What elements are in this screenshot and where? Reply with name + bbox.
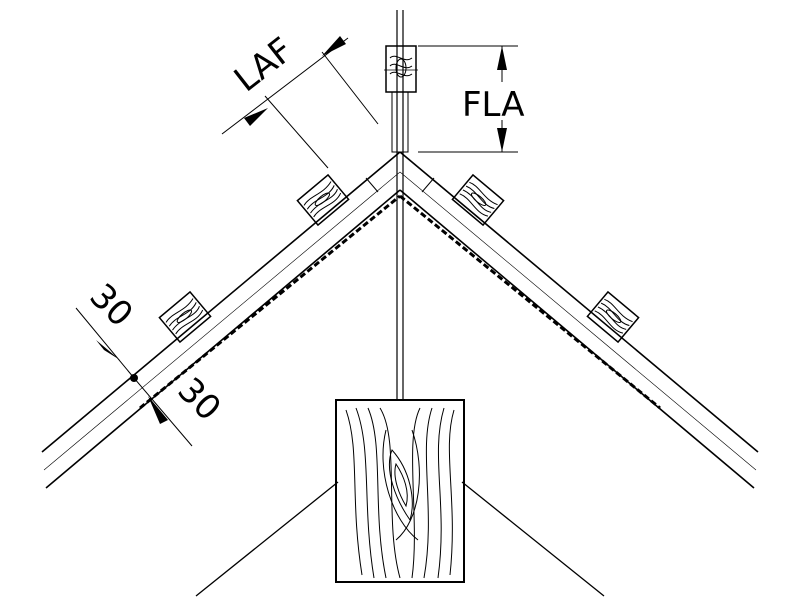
laf-label: LAF [227,30,301,100]
batten-right-lower [586,290,640,344]
laf-dimension: LAF [221,30,379,169]
offset-label-lower: 30 [170,370,229,429]
offset-dimension-lower: 30 [130,370,229,447]
fla-dimension: FLA [418,45,542,153]
rafter-lines-lower [195,481,605,597]
batten-left-lower [158,290,212,344]
offset-dimension-upper: 30 [75,276,141,379]
ridge-cap-ticks [365,177,435,193]
fla-label: FLA [462,85,525,125]
batten-right-upper [451,173,505,227]
top-ridge-batten [384,45,418,93]
ridge-beam [335,399,465,583]
right-roof-slab [399,151,759,489]
left-roof-slab [41,151,401,489]
batten-left-upper [296,173,350,227]
